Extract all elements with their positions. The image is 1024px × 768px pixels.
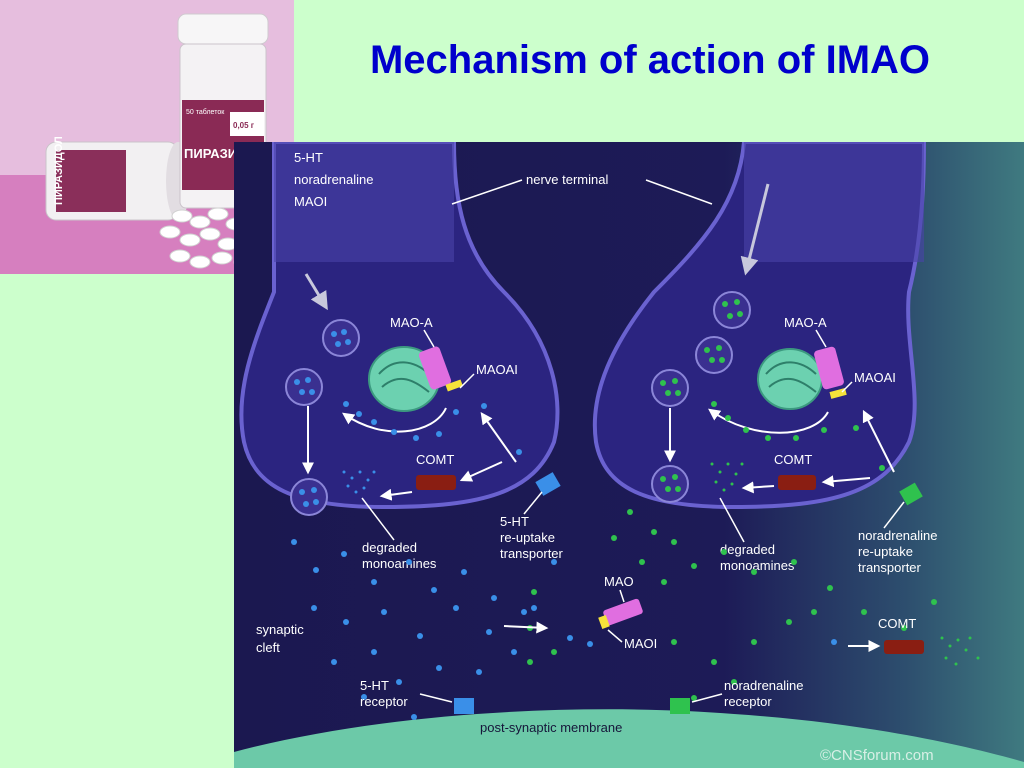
left-vesicles: [285, 319, 360, 516]
membrane-label: post-synaptic membrane: [480, 720, 622, 735]
noradrenaline-receptor: [670, 698, 690, 714]
right-comt-enzyme: [778, 475, 816, 490]
left-vesicle-contents: [294, 329, 351, 507]
legend-5ht: 5-HT: [294, 150, 323, 165]
right-neuron-na-molecules: [711, 401, 885, 471]
left-comt-label: COMT: [416, 452, 454, 467]
right-maoai-label: MAOAI: [854, 370, 896, 385]
5ht-receptor-label-1: 5-HT: [360, 678, 389, 693]
bottle-back: ПИРАЗИДОЛ: [45, 136, 190, 221]
left-degraded-dots: [342, 470, 376, 494]
cleft-comt-label: COMT: [878, 616, 916, 631]
legend-noradrenaline: noradrenaline: [294, 172, 374, 187]
bottle-front-count: 50 таблеток: [186, 108, 225, 116]
left-comt-enzyme: [416, 475, 456, 490]
cleft-maoi-label: MAOI: [624, 636, 657, 651]
right-na-transporter: [899, 482, 923, 506]
na-receptor-label-1: noradrenaline: [724, 678, 804, 693]
nerve-terminal-pointer-left: [451, 179, 523, 205]
right-degraded-label-2: monoamines: [720, 558, 795, 573]
left-mao-a-label: MAO-A: [390, 315, 433, 330]
left-5ht-transporter: [535, 472, 561, 496]
left-transporter-label-3: transporter: [500, 546, 564, 561]
left-transporter-label-1: 5-HT: [500, 514, 529, 529]
left-degraded-label-1: degraded: [362, 540, 417, 555]
left-maoai-label: MAOAI: [476, 362, 518, 377]
left-degraded-label-2: monoamines: [362, 556, 437, 571]
right-mitochondrion: [757, 348, 823, 410]
5ht-receptor-label-2: receptor: [360, 694, 408, 709]
cleft-degraded-dots: [940, 636, 980, 666]
cleft-mao-arrow: [503, 621, 549, 634]
synaptic-cleft-label-2: cleft: [256, 640, 280, 655]
cleft-mao-enzyme: [603, 598, 643, 626]
cleft-comt-enzyme: [884, 640, 924, 654]
incoming-arrow-left: [304, 273, 328, 311]
cleft-5ht-molecules: [291, 539, 837, 720]
mechanism-diagram: post-synaptic membrane 5-HT noradrenalin…: [234, 142, 1024, 768]
left-maoai-clip: [445, 379, 463, 392]
slide-title: Mechanism of action of IMAO: [369, 38, 931, 82]
nerve-terminal-pointer-right: [645, 179, 713, 205]
synaptic-cleft-label-1: synaptic: [256, 622, 304, 637]
bottle-front-dose: 0,05 г: [233, 121, 255, 130]
right-vesicle-contents: [660, 299, 743, 492]
left-mao-a-enzyme: [418, 346, 452, 390]
copyright: ©CNSforum.com: [820, 747, 934, 764]
left-transporter-label-2: re-uptake: [500, 530, 555, 545]
cleft-mao-label: MAO: [604, 574, 634, 589]
right-mao-a-enzyme: [814, 346, 844, 390]
right-degraded-dots: [710, 462, 744, 492]
5ht-receptor: [454, 698, 474, 714]
left-neuron-5ht-molecules: [343, 401, 522, 455]
cleft-maoi-clip: [598, 614, 610, 630]
right-vesicles: [651, 291, 751, 503]
right-comt-label: COMT: [774, 452, 812, 467]
incoming-arrow-right: [740, 183, 770, 276]
legend-maoi: MAOI: [294, 194, 327, 209]
bottle-back-label: ПИРАЗИДОЛ: [53, 136, 65, 205]
na-receptor-label-2: receptor: [724, 694, 772, 709]
right-transporter-label-3: transporter: [858, 560, 922, 575]
left-pathway-arrows: [302, 406, 517, 501]
right-transporter-label-1: noradrenaline: [858, 528, 938, 543]
post-synaptic-membrane: [234, 709, 1024, 768]
right-transporter-label-2: re-uptake: [858, 544, 913, 559]
right-mao-a-label: MAO-A: [784, 315, 827, 330]
right-degraded-label-1: degraded: [720, 542, 775, 557]
nerve-terminal-label: nerve terminal: [526, 172, 608, 187]
